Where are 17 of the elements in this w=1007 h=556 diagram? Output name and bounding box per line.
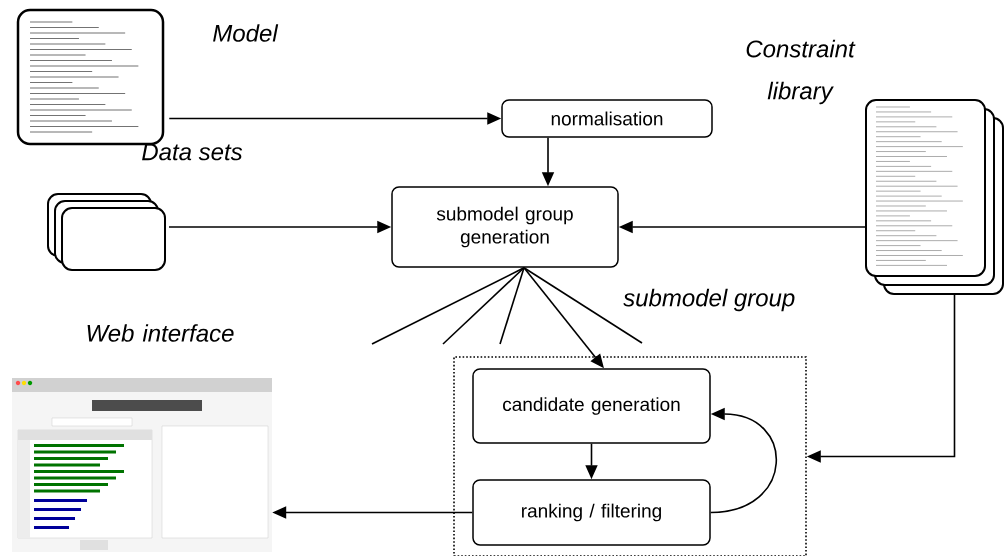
document xyxy=(16,8,165,146)
process-box: candidate generation xyxy=(472,368,711,444)
connector-line xyxy=(442,266,525,345)
page-stack xyxy=(47,193,166,271)
node-label: Constraint library xyxy=(746,39,856,105)
connector-line xyxy=(371,266,525,345)
node-label: submodel group xyxy=(623,288,795,312)
picture xyxy=(12,378,272,552)
process-box: submodel group generation xyxy=(391,186,619,268)
node-label: Model xyxy=(213,24,279,42)
connector-line xyxy=(499,266,525,345)
page-stack xyxy=(865,99,1004,295)
process-box: ranking / filtering xyxy=(472,479,711,546)
label: Data sets xyxy=(142,143,243,161)
node-label: Web interface xyxy=(87,324,234,342)
connector-line xyxy=(523,266,643,344)
process-box: normalisation xyxy=(501,99,713,138)
